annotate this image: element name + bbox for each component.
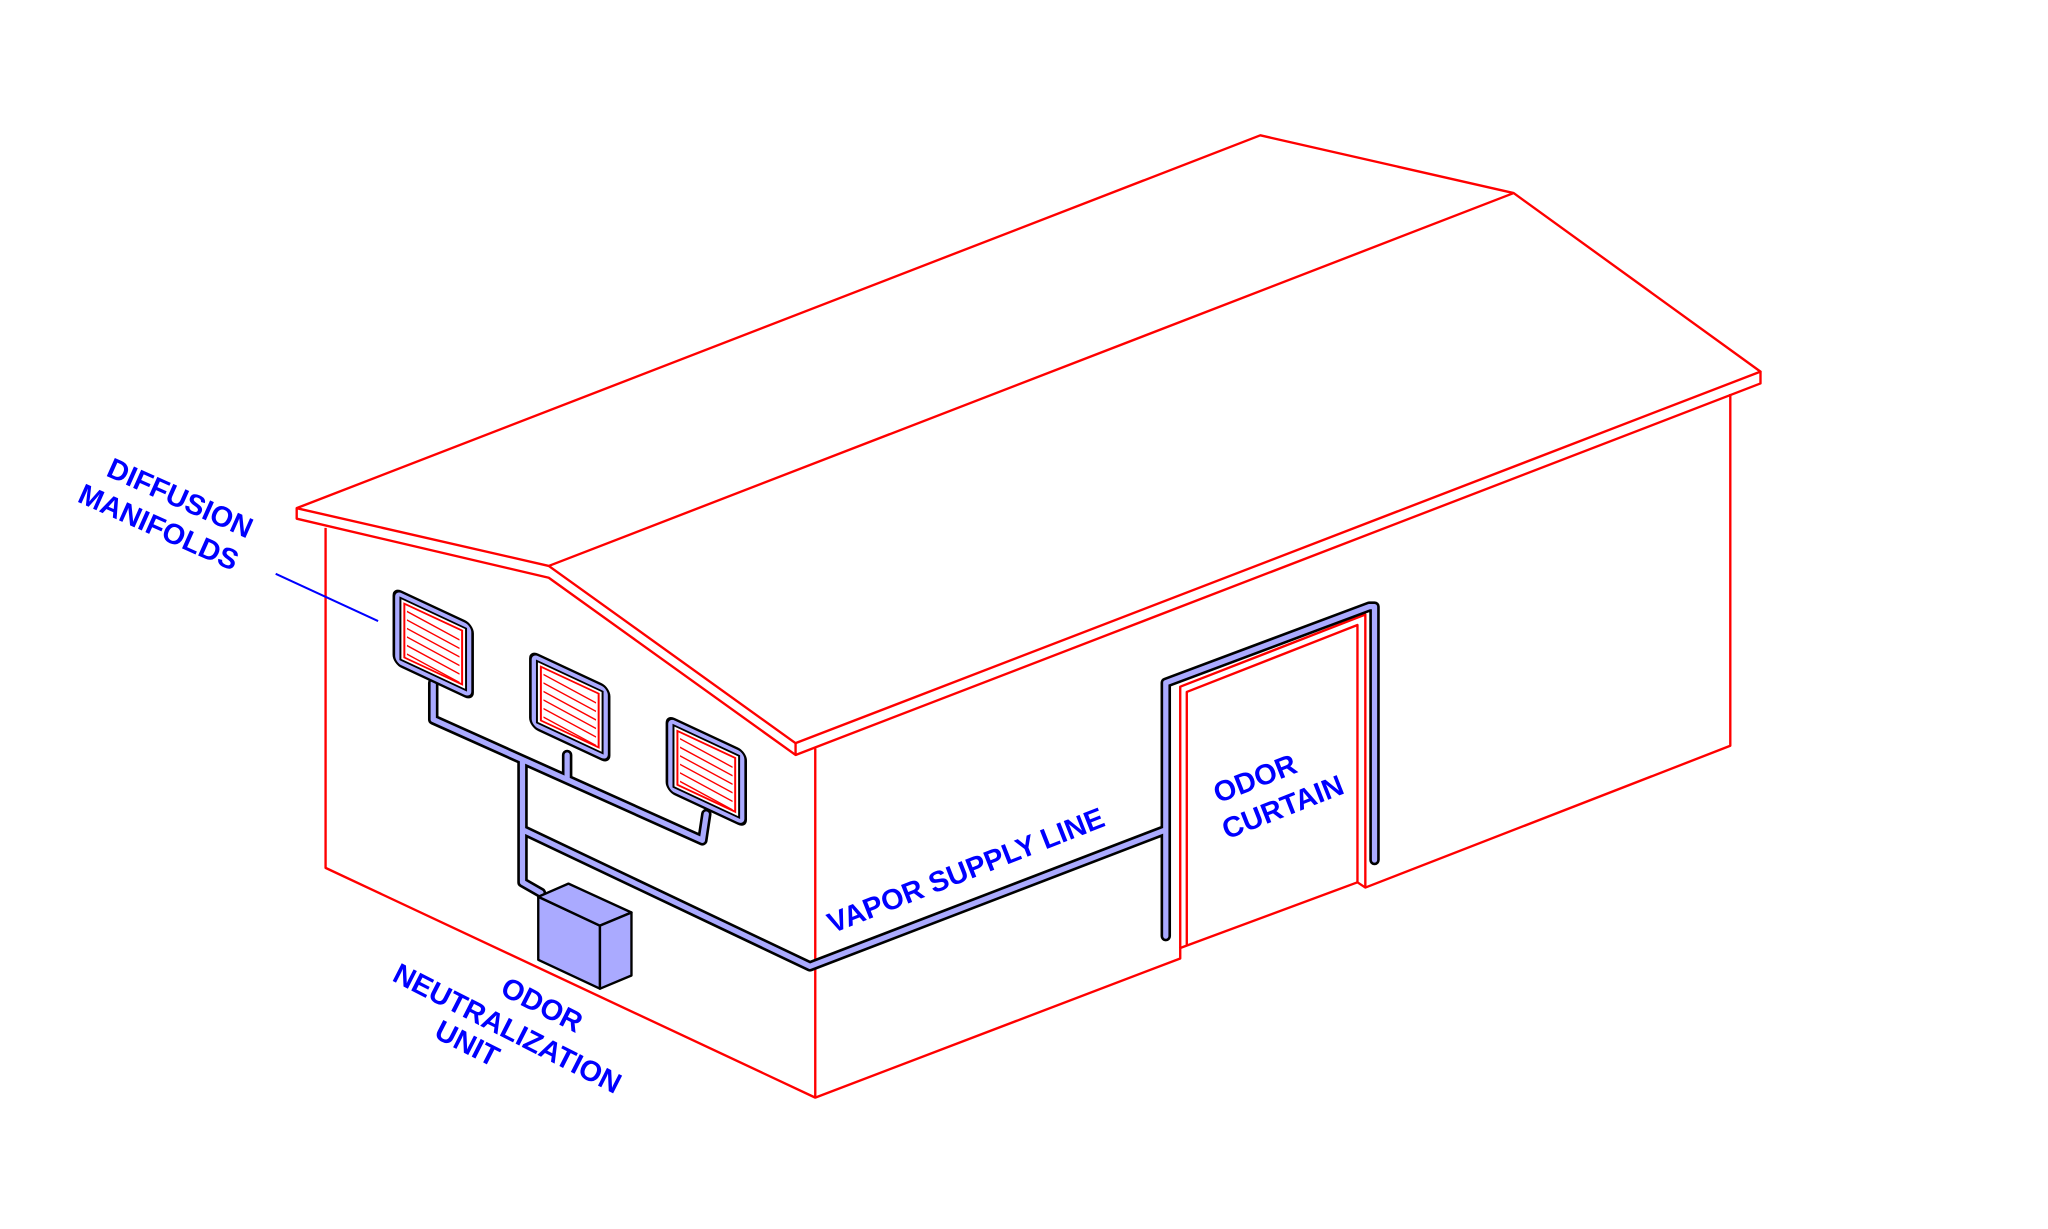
leader-line [275,572,379,622]
louver [679,746,733,777]
odor-neutralization-unit [537,882,633,990]
odor-curtain-label: ODOR CURTAIN [1209,748,1348,846]
louver [406,653,460,684]
louver [406,644,460,675]
louver [543,682,597,713]
louver [679,780,733,811]
roof [295,134,1762,757]
manifold [529,652,611,762]
louver [543,673,597,704]
louver [679,755,733,786]
louver [679,772,733,803]
louver [543,707,597,738]
louver [406,627,460,658]
louver [406,636,460,667]
louver [679,738,733,768]
odor-curtain-door [1179,613,1367,948]
louver [543,699,597,730]
louver [406,619,460,650]
diffusion-manifolds [392,589,747,826]
manifold [665,716,747,826]
louver [679,763,733,794]
louver [543,716,597,747]
louver [543,690,597,721]
louver [406,610,460,641]
diffusion-manifolds-label: DIFFUSION MANIFOLDS [73,453,257,578]
manifold [392,589,474,699]
piping [427,601,1380,972]
